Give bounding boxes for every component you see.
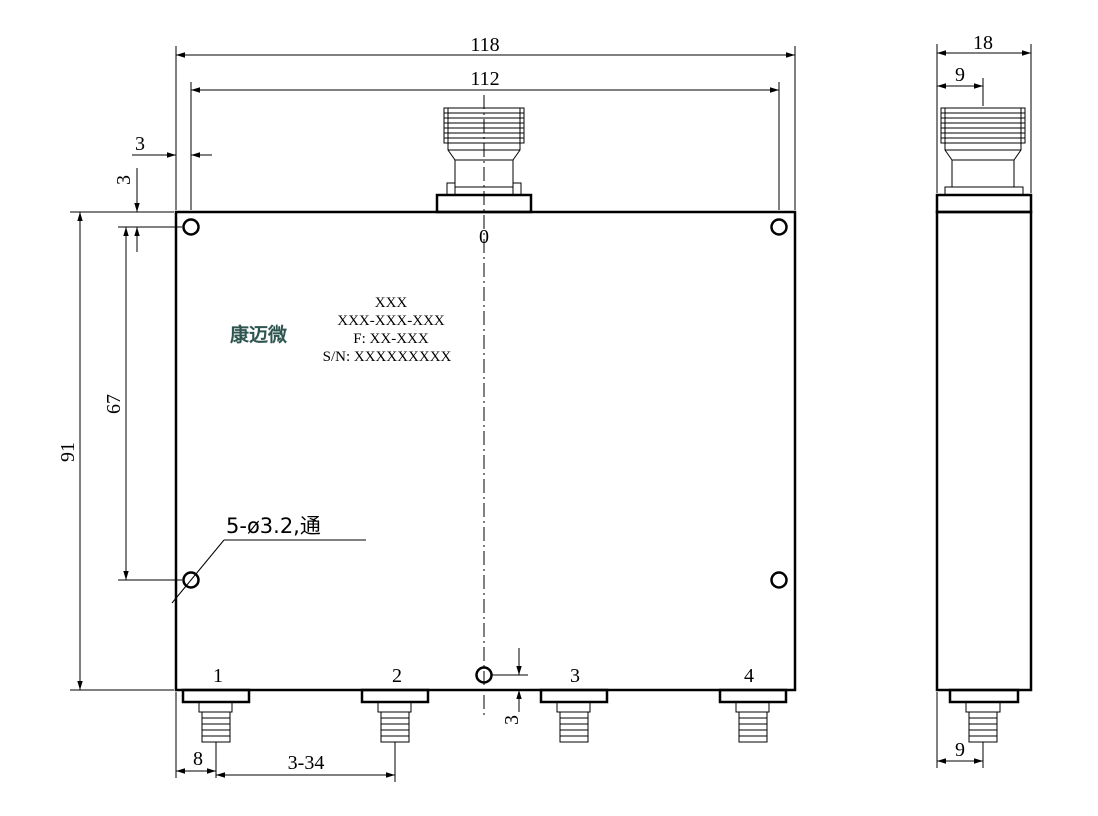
- dim-118-text: 118: [470, 34, 499, 56]
- dim-port-pitch: 3-34: [216, 742, 396, 782]
- mounting-hole: [475, 666, 493, 684]
- label-serial: S/N: XXXXXXXXX: [323, 349, 452, 365]
- dim-91-text: 91: [57, 442, 79, 462]
- port-label-4: 4: [744, 665, 754, 687]
- side-view: 18 9 9: [935, 32, 1033, 768]
- hole-note: 5-ø3.2,通: [226, 514, 321, 538]
- dim-3x-text: 3: [135, 133, 145, 155]
- hole-callout: 5-ø3.2,通: [171, 514, 366, 604]
- front-body: [174, 210, 797, 692]
- side-input-connector: [935, 107, 1033, 214]
- dim-side-bottom-offset: 9: [936, 692, 984, 768]
- front-view: 0 1 2 3 4 康迈微 XXX XXX-XXX-XXX F: XX-XXX …: [57, 34, 797, 782]
- output-connector-4: [718, 688, 788, 743]
- port-label-input: 0: [479, 226, 489, 248]
- dim-hole-offset-y: 3: [113, 168, 140, 252]
- output-connector-2: [360, 688, 430, 743]
- port-label-3: 3: [570, 665, 580, 687]
- port-label-1: 1: [213, 665, 223, 687]
- dim-9-bottom-text: 9: [955, 739, 965, 761]
- product-label: 康迈微 XXX XXX-XXX-XXX F: XX-XXX S/N: XXXXX…: [230, 295, 452, 365]
- dim-hole-offset-x: 3: [132, 133, 212, 158]
- dim-hole-spacing-height: 67: [103, 226, 182, 581]
- dim-port-height-offset: 3: [492, 648, 528, 725]
- side-body: [935, 210, 1033, 692]
- mounting-hole: [182, 218, 200, 236]
- dim-3-bottom-text: 3: [501, 715, 523, 725]
- port-label-2: 2: [392, 665, 402, 687]
- dim-overall-height: 91: [57, 211, 174, 691]
- label-frequency: F: XX-XXX: [353, 331, 429, 347]
- label-part-number: XXX-XXX-XXX: [337, 313, 445, 329]
- dim-side-depth: 18: [936, 32, 1032, 193]
- dim-67-text: 67: [103, 394, 125, 414]
- output-connector-3: [539, 688, 609, 743]
- mounting-hole: [770, 571, 788, 589]
- dim-3-34-text: 3-34: [288, 752, 325, 774]
- dim-8-text: 8: [193, 748, 203, 770]
- dim-port1-offset: 8: [175, 692, 217, 778]
- dim-overall-width: 118: [175, 34, 796, 210]
- dim-112-text: 112: [470, 68, 499, 90]
- brand-logo: 康迈微: [230, 323, 288, 346]
- label-model: XXX: [375, 295, 408, 311]
- dim-hole-spacing-width: 112: [190, 68, 780, 210]
- side-output-connector: [948, 688, 1020, 743]
- mounting-hole: [770, 218, 788, 236]
- dim-side-connector-offset: 9: [937, 64, 984, 106]
- dim-18-text: 18: [973, 32, 993, 54]
- dim-3y-text: 3: [113, 175, 135, 185]
- output-connector-1: [181, 688, 251, 743]
- mounting-hole: [182, 571, 200, 589]
- dim-9-top-text: 9: [955, 64, 965, 86]
